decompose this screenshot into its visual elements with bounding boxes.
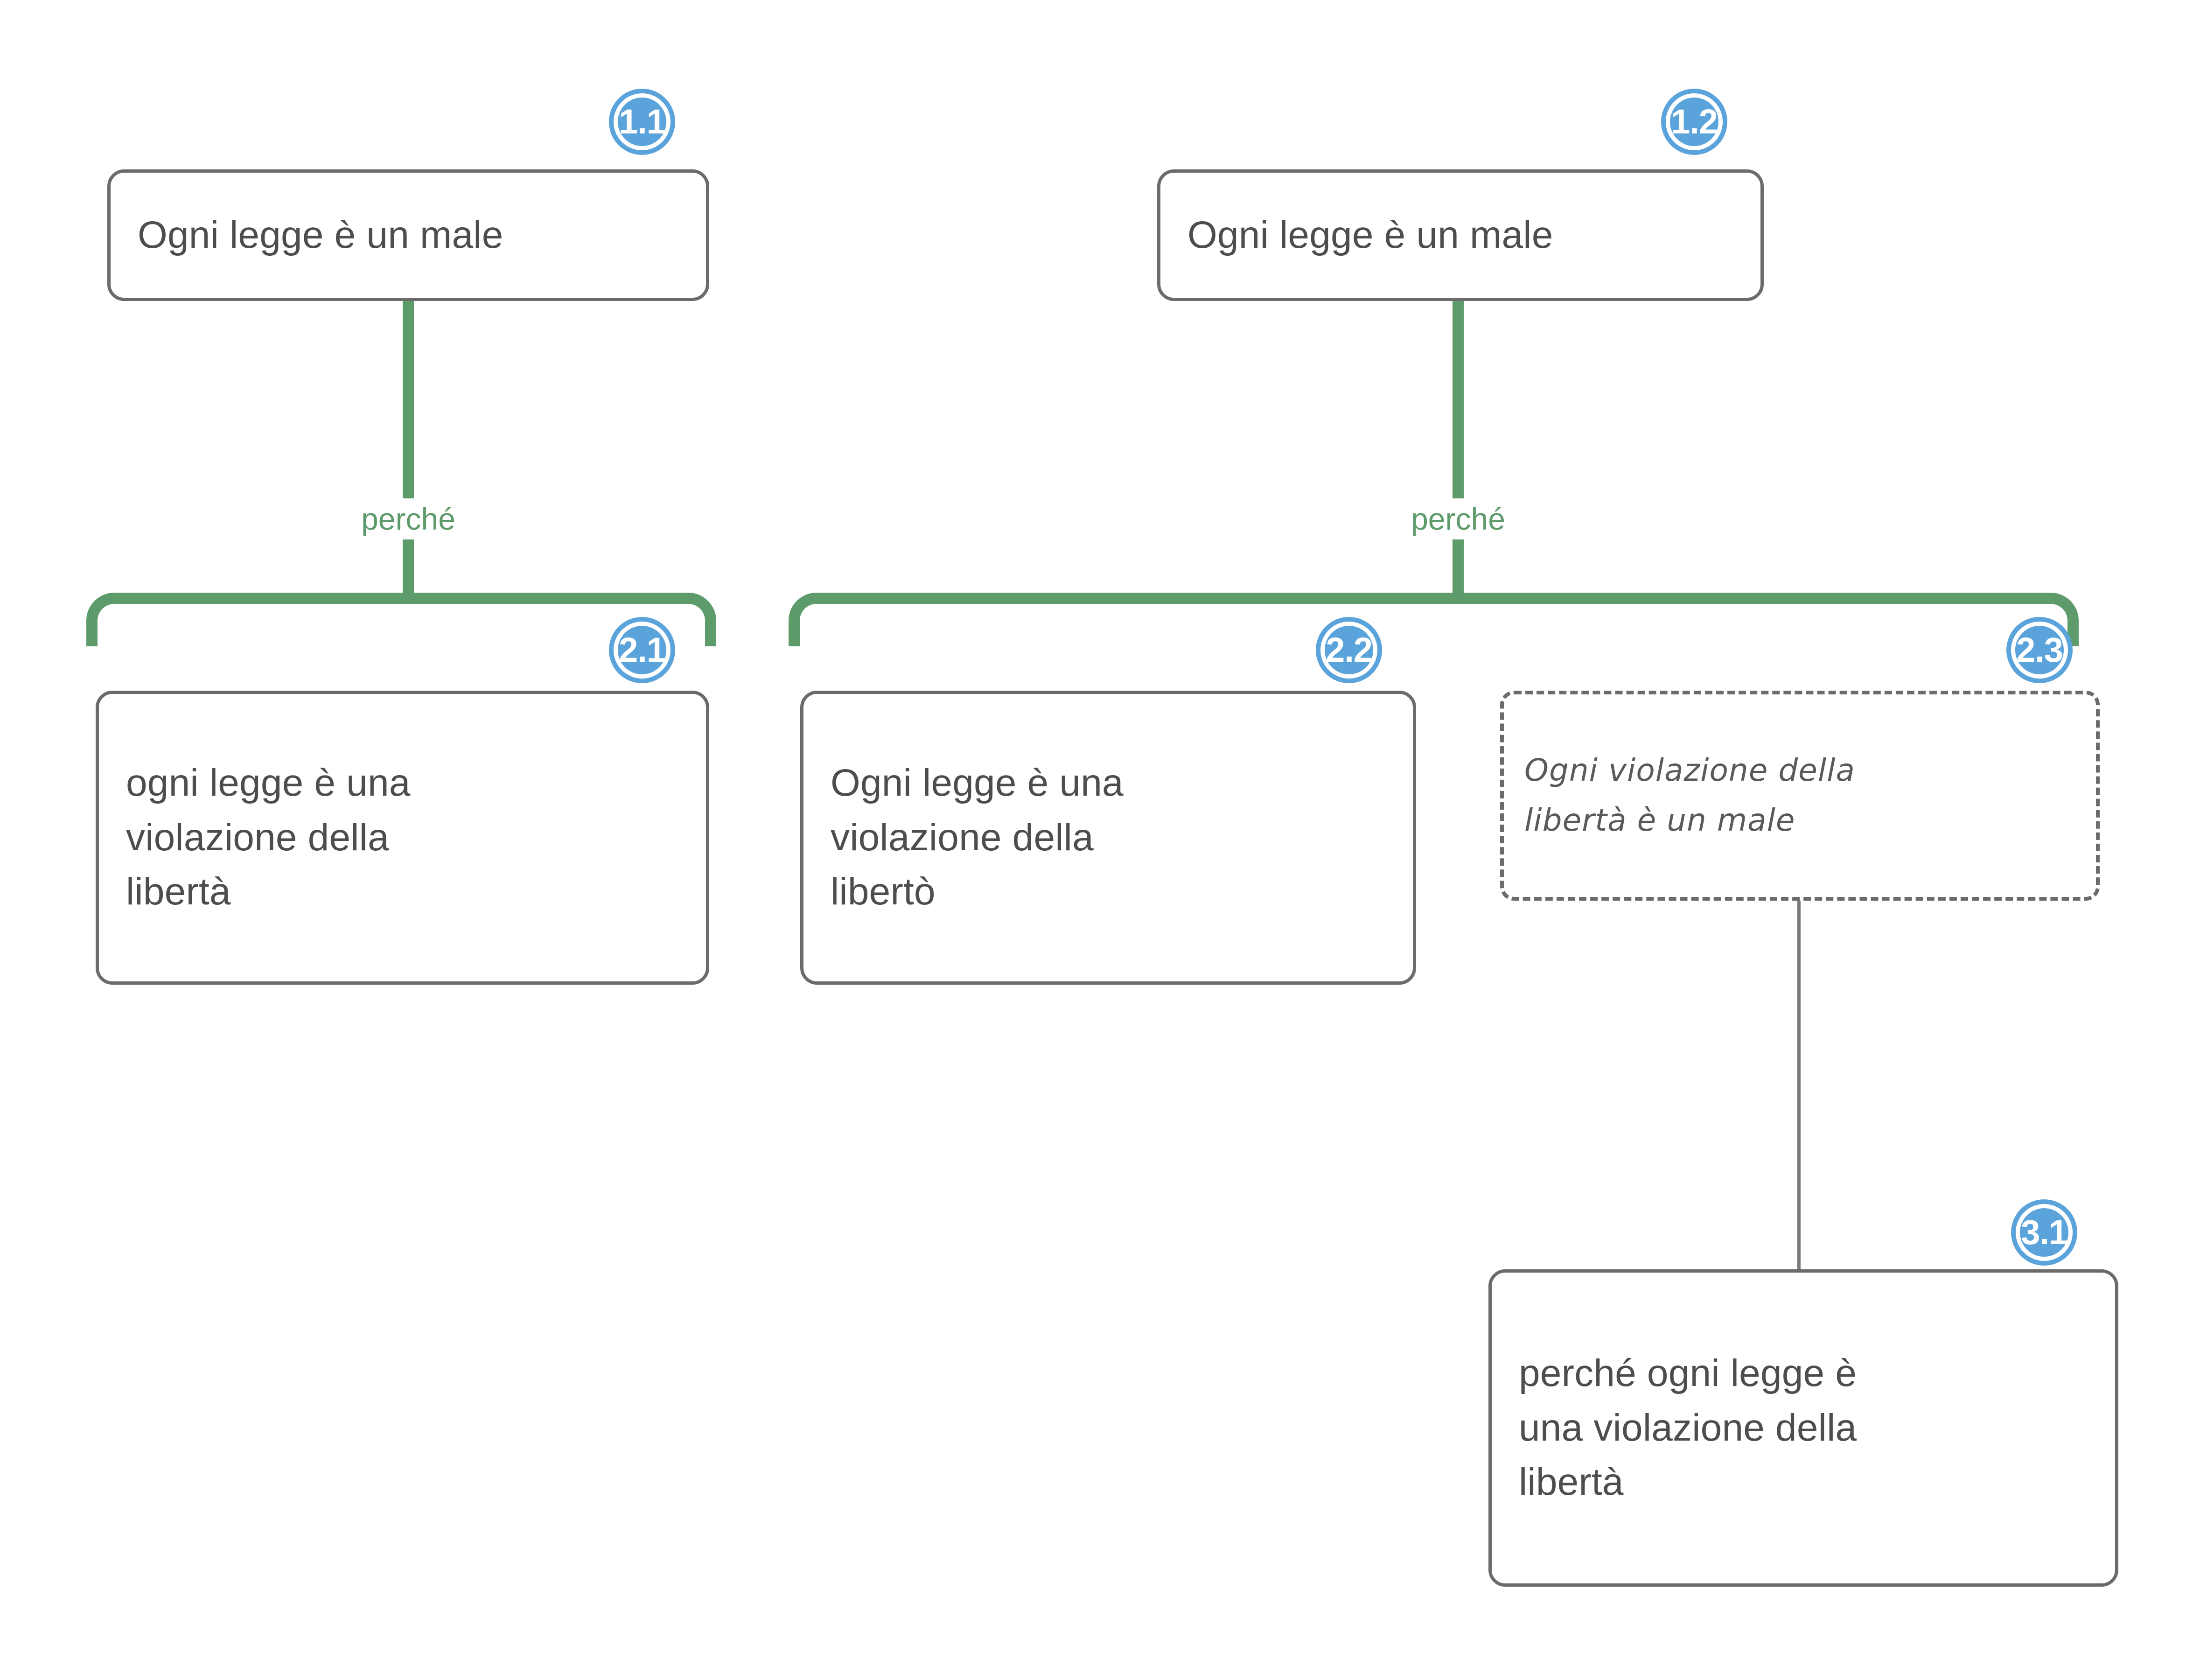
node-2-2-badge-label: 2.2 [1326,630,1373,669]
connector-stem-1-1 [403,301,414,596]
node-2-3-badge[interactable]: 2.3 [2006,617,2073,683]
node-1-1-badge[interactable]: 1.1 [609,89,675,155]
node-2-3-badge-label: 2.3 [2016,630,2063,669]
node-3-1-badge-label: 3.1 [2021,1213,2068,1252]
node-1-1-badge-label: 1.1 [619,102,666,141]
connector-stem-1-2 [1453,301,1464,596]
node-1-1[interactable]: Ogni legge è un male [107,169,709,301]
node-2-2-text: Ogni legge è una violazione della libert… [831,762,1124,913]
node-1-2-text: Ogni legge è un male [1187,213,1553,256]
node-3-1-text: perché ogni legge è una violazione della… [1519,1352,1857,1504]
edge-label-perche-2: perché [1401,498,1516,539]
node-2-1-badge-label: 2.1 [619,630,666,669]
node-2-1-badge[interactable]: 2.1 [609,617,675,683]
connector-2-3-to-3-1 [1797,901,1801,1269]
node-3-1-badge[interactable]: 3.1 [2011,1199,2077,1266]
node-2-3[interactable]: Ogni violazione della libertà è un male [1500,691,2100,901]
node-2-1-text: ogni legge è una violazione della libert… [126,762,411,913]
connector-bracket-group-2-2-2-3 [789,593,2079,646]
node-2-1[interactable]: ogni legge è una violazione della libert… [96,691,709,985]
node-2-2-badge[interactable]: 2.2 [1316,617,1382,683]
node-1-2-badge-label: 1.2 [1671,102,1718,141]
node-3-1[interactable]: perché ogni legge è una violazione della… [1488,1269,2118,1587]
node-2-2[interactable]: Ogni legge è una violazione della libert… [800,691,1416,985]
node-1-2-badge[interactable]: 1.2 [1661,89,1727,155]
node-2-3-text: Ogni violazione della libertà è un male [1524,752,1855,838]
node-1-1-text: Ogni legge è un male [138,213,503,256]
edge-label-perche-1: perché [351,498,466,539]
node-1-2[interactable]: Ogni legge è un male [1157,169,1764,301]
